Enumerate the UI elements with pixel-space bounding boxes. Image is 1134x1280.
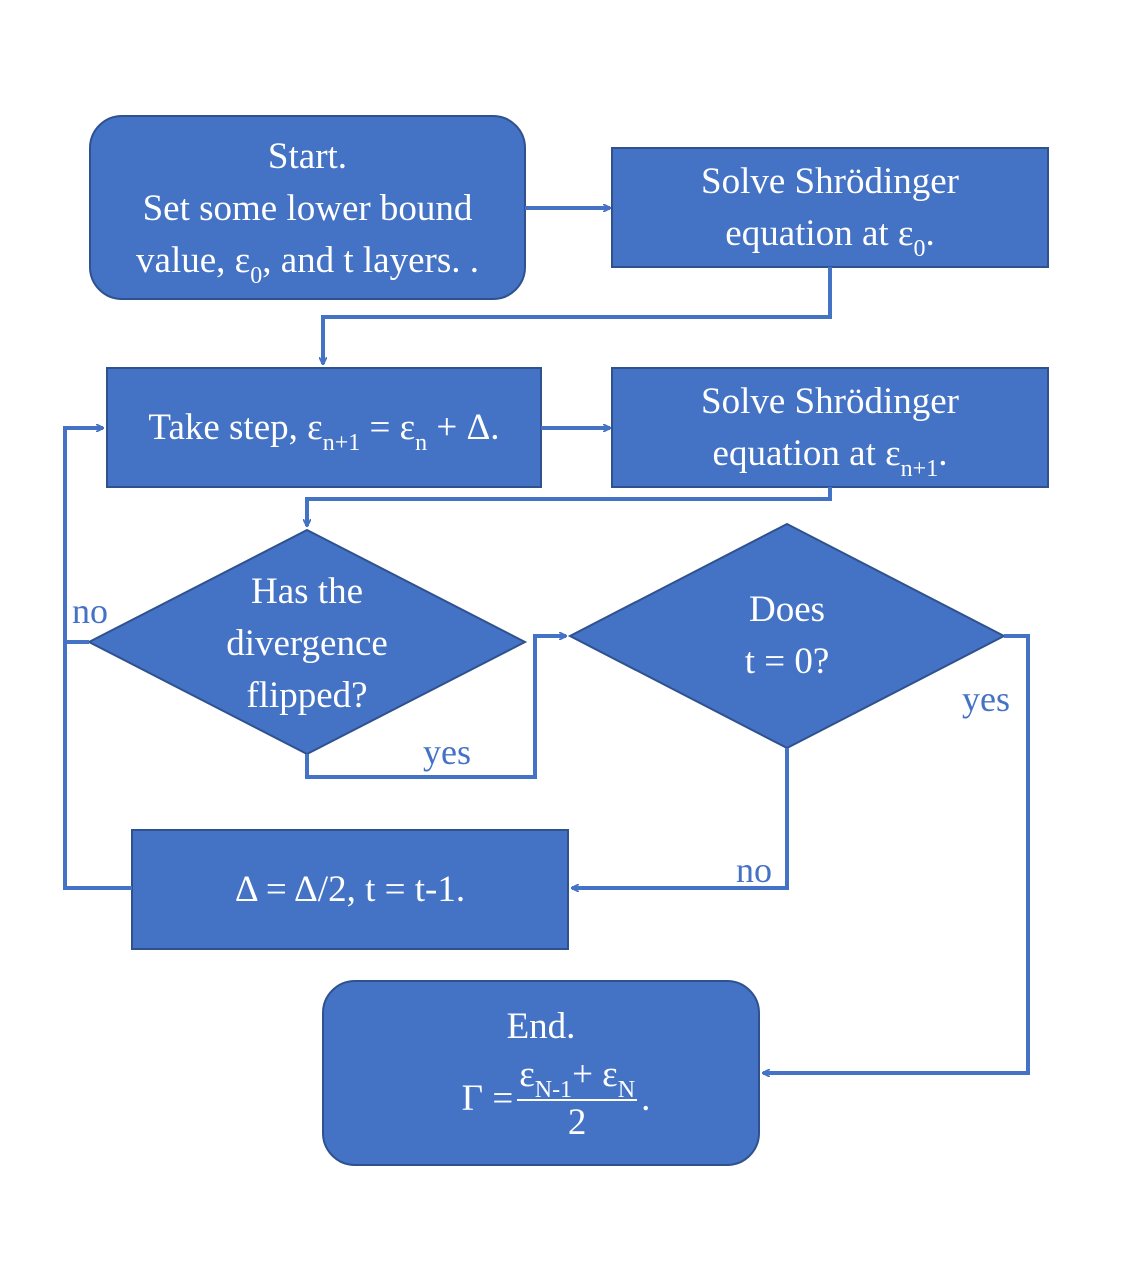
- end-node: End. Γ = εN-1+ εN 2 .: [323, 996, 759, 1150]
- gamma-symbol: Γ =: [461, 1078, 514, 1119]
- start-title: Start.: [267, 136, 348, 177]
- solve-step-line-1: Solve Shrödinger: [701, 380, 959, 422]
- end-formula: Γ = εN-1+ εN 2 .: [462, 1053, 651, 1145]
- take-step-text: Take step, εn+1 = εn + Δ.: [148, 406, 500, 456]
- arrow-tzero-yes: [763, 634, 1030, 1073]
- fraction-denominator: 2: [567, 1102, 587, 1143]
- arrow-solve-to-step: [323, 267, 832, 364]
- t-zero-line-2: t = 0?: [744, 641, 830, 682]
- divergence-line-1: Has the: [251, 571, 363, 612]
- divergence-line-3: flipped?: [246, 675, 368, 716]
- start-node: Start. Set some lower bound value, ε0, a…: [90, 134, 525, 289]
- start-line-3: value, ε0, and t layers. .: [136, 240, 479, 289]
- solve-step-line-2: equation at εn+1.: [712, 432, 948, 482]
- solve-step-node: Solve Shrödinger equation at εn+1.: [612, 368, 1048, 487]
- halve-step-text: Δ = Δ/2, t = t-1.: [234, 868, 466, 910]
- formula-tail: .: [641, 1078, 651, 1119]
- label-yes-t-zero: yes: [962, 679, 1010, 719]
- t-zero-decision: Does t = 0?: [650, 584, 924, 688]
- end-node-shape: [322, 980, 760, 1166]
- solve-initial-node-shape: [611, 147, 1049, 268]
- take-step-node: Take step, εn+1 = εn + Δ.: [107, 368, 541, 487]
- arrow-decision-no-loop: [63, 428, 103, 644]
- label-yes-divergence: yes: [423, 732, 471, 772]
- gamma-fraction: εN-1+ εN 2: [517, 1053, 638, 1145]
- arrow-tzero-no: [572, 748, 789, 888]
- solve-initial-node: Solve Shrödinger equation at ε0.: [612, 148, 1048, 267]
- divergence-decision: Has the divergence flipped?: [150, 566, 464, 722]
- end-title: End.: [506, 1006, 576, 1047]
- arrow-decision-yes: [305, 636, 566, 779]
- solve-initial-line-2: equation at ε0.: [725, 212, 935, 262]
- arrow-solve-to-decision: [307, 487, 832, 526]
- t-zero-line-1: Does: [748, 589, 826, 630]
- arrow-halve-to-loop: [63, 642, 132, 890]
- halve-step-node: Δ = Δ/2, t = t-1.: [132, 830, 568, 949]
- label-no-divergence: no: [72, 591, 108, 631]
- divergence-line-2: divergence: [226, 623, 388, 664]
- solve-initial-line-1: Solve Shrödinger: [701, 160, 959, 202]
- solve-step-node-shape: [611, 367, 1049, 488]
- take-step-node-shape: [106, 367, 542, 488]
- start-line-2: Set some lower bound: [142, 188, 473, 229]
- fraction-numerator: εN-1+ εN: [517, 1054, 638, 1103]
- label-no-t-zero: no: [736, 850, 772, 890]
